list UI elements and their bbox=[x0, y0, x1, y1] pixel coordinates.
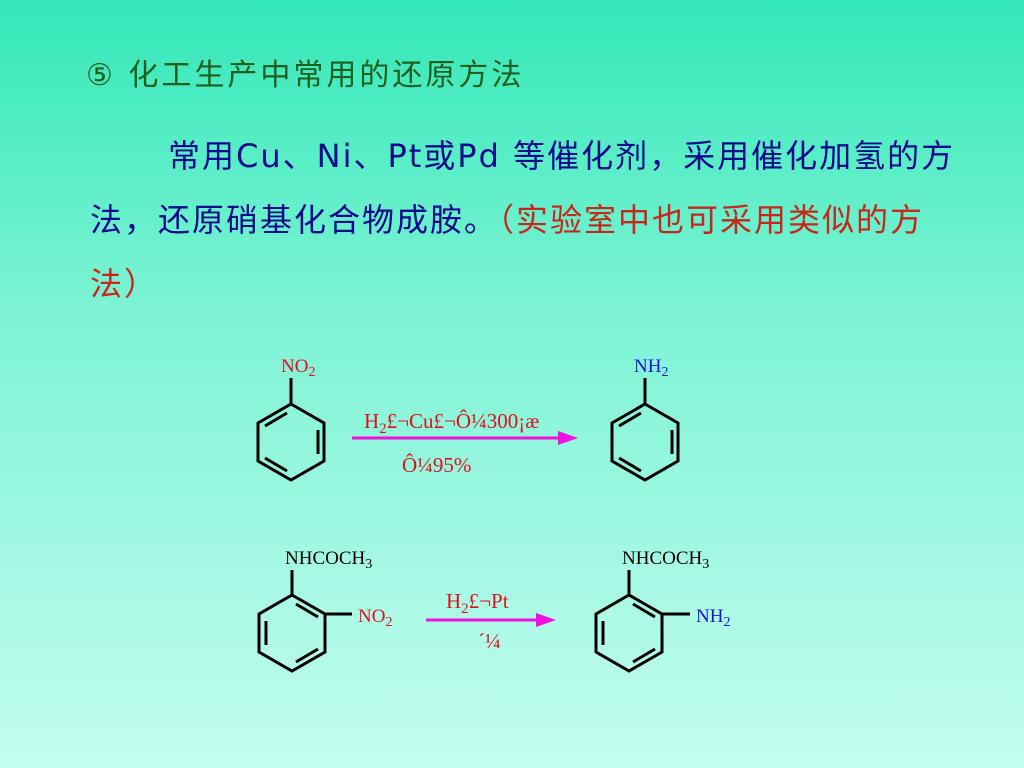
paragraph-main-text: 常用Cu、Ni、Pt或Pd 等催化剂，采用催化加氢的方法，还原硝基化合物成胺。 bbox=[90, 137, 956, 239]
slide-paragraph: 常用Cu、Ni、Pt或Pd 等催化剂，采用催化加氢的方法，还原硝基化合物成胺。（… bbox=[90, 124, 970, 316]
reaction-1-condition-bottom: Ô¼95% bbox=[402, 453, 471, 477]
reaction-2-condition-bottom: ´¼ bbox=[478, 629, 501, 653]
benzene-ring-nitroacetanilide bbox=[257, 593, 327, 673]
bond-lines bbox=[256, 378, 690, 673]
inner-bond-aminoacetanilide-c bbox=[632, 647, 656, 664]
inner-bond-nitroacetanilide-b bbox=[295, 602, 319, 619]
label-amine-group-1: NH2 bbox=[634, 356, 668, 380]
paragraph-note-text: （实验室中也可采用类似的方法） bbox=[90, 201, 925, 303]
reaction-arrow-1-head bbox=[558, 431, 578, 445]
label-nitro-group-1: NO2 bbox=[281, 356, 315, 380]
inner-bond-nitrobenzene-b bbox=[264, 411, 288, 428]
benzene-ring-aniline bbox=[610, 402, 680, 482]
reaction-1-condition-top: H2£¬Cu£¬Ô¼300¡æ bbox=[364, 409, 539, 437]
slide-heading: ⑤ 化工生产中常用的还原方法 bbox=[86, 58, 525, 93]
label-nitro-group-2: NO2 bbox=[358, 606, 392, 630]
inner-bond-aniline-b bbox=[618, 411, 642, 428]
label-amine-group-2: NH2 bbox=[696, 606, 730, 630]
inner-bond-nitrobenzene-c bbox=[264, 456, 288, 473]
label-acetamido-group-product: NHCOCH3 bbox=[622, 548, 709, 572]
reaction-2-condition-top: H2£¬Pt bbox=[446, 589, 509, 617]
benzene-ring-nitrobenzene bbox=[256, 402, 326, 482]
inner-bond-aminoacetanilide-b bbox=[632, 602, 656, 619]
inner-bond-nitroacetanilide-c bbox=[295, 647, 319, 664]
inner-bond-aniline-c bbox=[618, 456, 642, 473]
reaction-arrow-2-head bbox=[536, 613, 556, 627]
label-acetamido-group-reactant: NHCOCH3 bbox=[285, 548, 372, 572]
benzene-ring-aminoacetanilide bbox=[594, 593, 664, 673]
